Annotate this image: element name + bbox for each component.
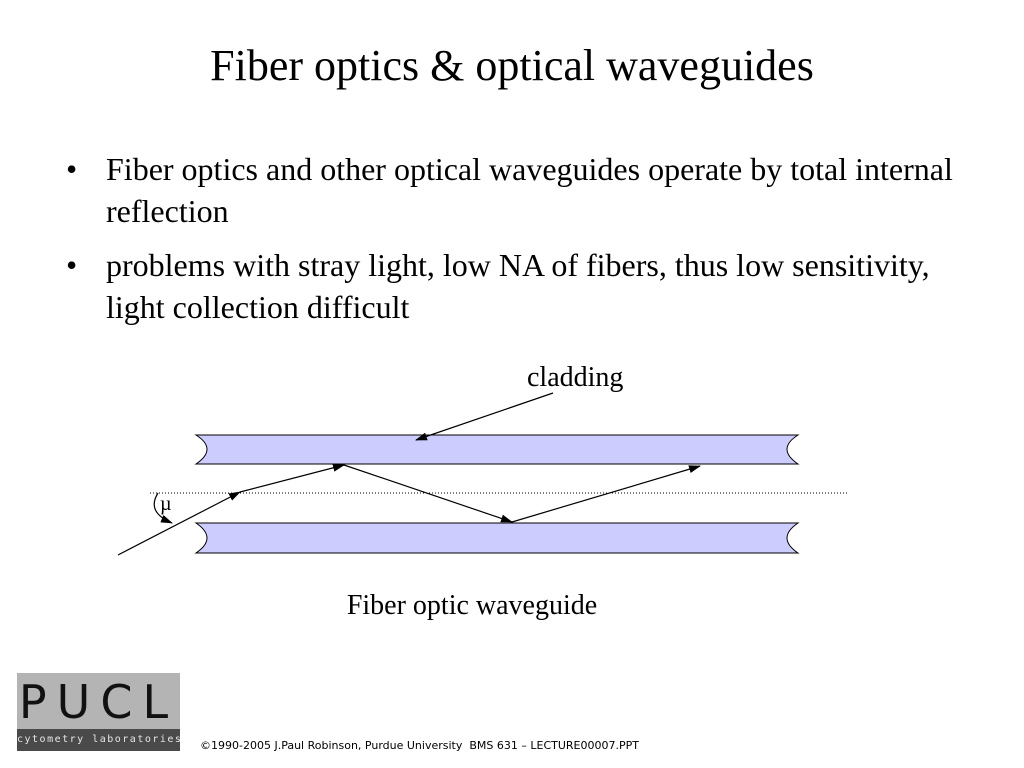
cladding-bottom [194, 522, 800, 554]
cladding-label: cladding [527, 362, 623, 393]
logo-subtitle: cytometry laboratories [17, 729, 181, 751]
diagram-caption: Fiber optic waveguide [346, 590, 598, 621]
copyright-footer: ©1990-2005 J.Paul Robinson, Purdue Unive… [200, 739, 639, 752]
bullet-text: problems with stray light, low NA of fib… [106, 247, 930, 325]
ray-segment-3 [511, 465, 701, 523]
bullet-item: • problems with stray light, low NA of f… [62, 244, 972, 328]
ray-incident [117, 491, 241, 556]
pucl-logo: PUCL cytometry laboratories [17, 673, 181, 751]
cladding-top [194, 434, 800, 465]
ray-segment-2 [343, 464, 513, 523]
slide-title: Fiber optics & optical waveguides [210, 41, 814, 90]
logo-letters: PUCL [18, 675, 179, 729]
bullet-list: • Fiber optics and other optical wavegui… [62, 148, 972, 340]
bullet-text: Fiber optics and other optical waveguide… [106, 151, 953, 229]
ray-segment-1 [239, 463, 345, 493]
bullet-dot-icon: • [66, 151, 78, 187]
angle-arc [153, 492, 173, 524]
bullet-dot-icon: • [66, 247, 78, 283]
angle-label: µ [160, 493, 172, 515]
cladding-pointer [415, 392, 554, 441]
bullet-item: • Fiber optics and other optical wavegui… [62, 148, 972, 232]
